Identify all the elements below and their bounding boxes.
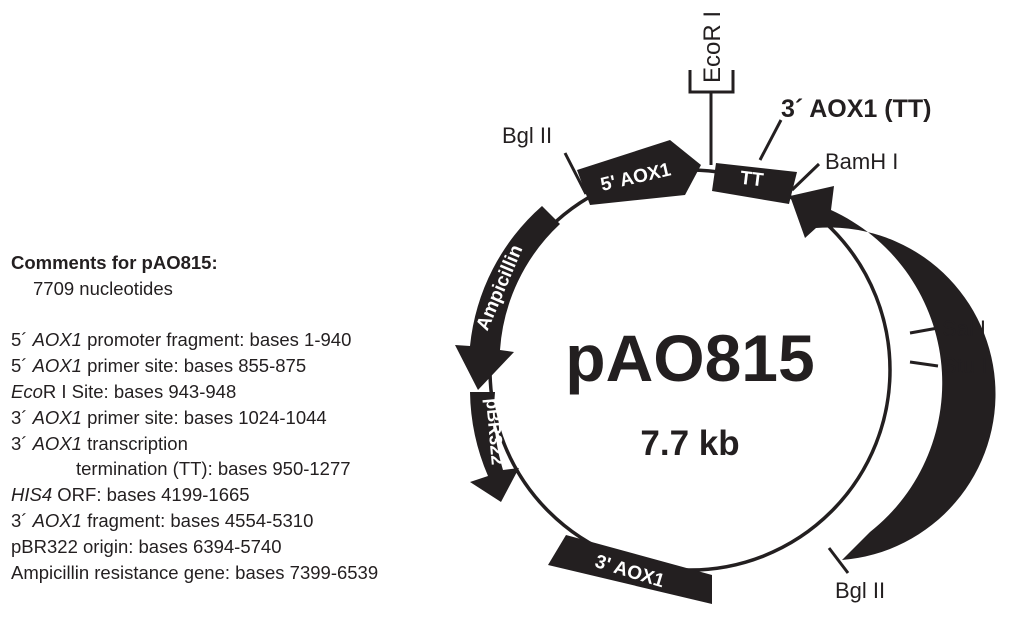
feature-ampicillin-arrow — [455, 206, 560, 390]
feature-tt-block — [712, 163, 797, 204]
plasmid-name: pAO815 — [565, 321, 814, 395]
plasmid-size: 7.7 kb — [640, 424, 739, 463]
comments-heading: Comments for pAO815: — [11, 252, 218, 273]
comments-nucleotides: 7709 nucleotides — [33, 277, 173, 299]
comment-text: pBR322 origin: bases 6394-5740 — [11, 535, 282, 557]
comment-text: termination (TT): bases 950-1277 — [76, 458, 351, 480]
comment-text: 5´ — [11, 355, 33, 377]
sali-label: Sal I — [942, 316, 986, 341]
comment-line: 3´ AOX1 transcription — [11, 431, 378, 457]
comment-line: termination (TT): bases 950-1277 — [11, 456, 378, 482]
stui-tick — [909, 360, 939, 368]
bamhi-label: BamH I — [825, 149, 898, 174]
comment-italic: AOX1 — [32, 432, 82, 454]
comment-line: 5´ AOX1 promoter fragment: bases 1-940 — [11, 327, 378, 353]
comment-text: 5´ — [11, 329, 33, 351]
bglii-bottom-tick — [827, 547, 850, 574]
bglii-top-label: Bgl II — [502, 123, 552, 148]
comment-text: 3´ — [11, 432, 33, 454]
comment-italic: HIS4 — [11, 484, 53, 506]
bglii-top-tick — [563, 152, 588, 195]
bamhi-tick — [790, 162, 821, 192]
comment-text: primer site: bases 1024-1044 — [81, 406, 327, 428]
feature-tt-label: TT — [739, 168, 765, 192]
comment-line: 3´ AOX1 fragment: bases 4554-5310 — [11, 508, 378, 534]
comment-text: R I Site: bases 943-948 — [42, 380, 237, 402]
comment-line: EcoR I Site: bases 943-948 — [11, 379, 378, 405]
comment-line: pBR322 origin: bases 6394-5740 — [11, 534, 378, 560]
aox1-tt-tick — [758, 119, 783, 161]
comments-panel: Comments for pAO815: 7709 nucleotides 5´… — [11, 250, 378, 585]
feature-5aox1-block — [577, 140, 701, 205]
comment-italic: Eco — [11, 380, 43, 402]
comment-text: 3´ — [11, 509, 33, 531]
comment-text: 3´ — [11, 406, 33, 428]
comment-italic: AOX1 — [32, 406, 82, 428]
feature-his4-arrow — [790, 186, 996, 560]
aox1-tt-label: 3´ AOX1 (TT) — [781, 95, 931, 123]
comment-text: transcription — [81, 432, 188, 454]
comment-line: Ampicillin resistance gene: bases 7399-6… — [11, 560, 378, 586]
ecori-bracket — [688, 70, 735, 94]
comment-text: promoter fragment: bases 1-940 — [81, 329, 352, 351]
ecori-label: EcoR I — [699, 11, 726, 83]
comment-line: HIS4 ORF: bases 4199-1665 — [11, 482, 378, 508]
stui-label: Stu I — [942, 353, 987, 378]
comment-italic: AOX1 — [32, 329, 82, 351]
comment-line: 5´ AOX1 primer site: bases 855-875 — [11, 353, 378, 379]
feature-3aox1-block — [548, 535, 712, 604]
comment-text: Ampicillin resistance gene: bases 7399-6… — [11, 561, 379, 583]
comment-text: fragment: bases 4554-5310 — [81, 509, 314, 531]
comment-line: 3´ AOX1 primer site: bases 1024-1044 — [11, 405, 378, 431]
comments-spacer — [11, 302, 378, 328]
comment-text: ORF: bases 4199-1665 — [52, 484, 250, 506]
comment-italic: AOX1 — [32, 509, 82, 531]
comment-text: primer site: bases 855-875 — [81, 355, 307, 377]
sali-tick — [909, 326, 939, 335]
comment-italic: AOX1 — [32, 355, 82, 377]
bglii-bottom-label: Bgl II — [835, 578, 885, 603]
feature-pbr322-arrow — [470, 392, 519, 502]
